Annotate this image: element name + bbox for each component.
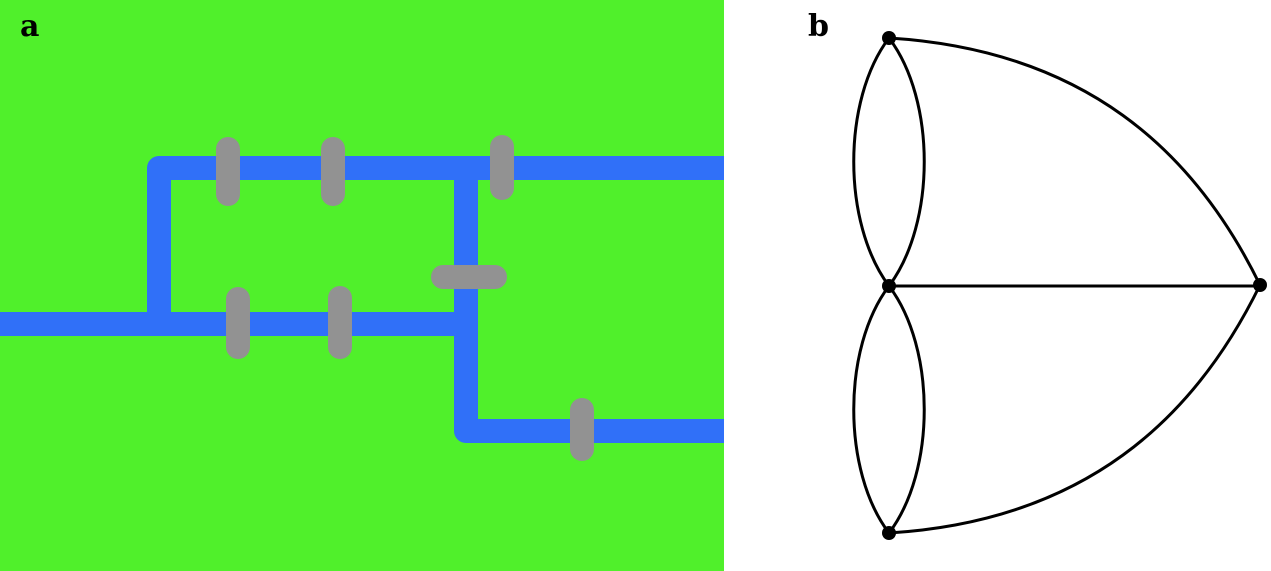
multigraph-drawing bbox=[852, 31, 1267, 540]
edge-bottom-left-arc bbox=[852, 285, 891, 534]
node-middle bbox=[882, 279, 896, 293]
river-map-drawing bbox=[0, 135, 724, 461]
edge-top-to-right bbox=[888, 36, 1262, 286]
edge-bottom-right-arc bbox=[887, 285, 926, 534]
edge-bottom-to-right bbox=[888, 284, 1262, 535]
edge-top-right-arc bbox=[887, 37, 926, 287]
river-main-channel bbox=[0, 312, 724, 443]
node-bottom bbox=[882, 526, 896, 540]
panel-label-b: b bbox=[808, 9, 829, 44]
bridges-map-panel: a bbox=[0, 0, 724, 571]
river-upper-loop bbox=[147, 156, 724, 324]
edge-top-left-arc bbox=[852, 37, 891, 287]
node-right bbox=[1253, 278, 1267, 292]
graph-panel: b bbox=[724, 0, 1271, 571]
panel-label-a: a bbox=[20, 9, 40, 44]
node-top bbox=[882, 31, 896, 45]
